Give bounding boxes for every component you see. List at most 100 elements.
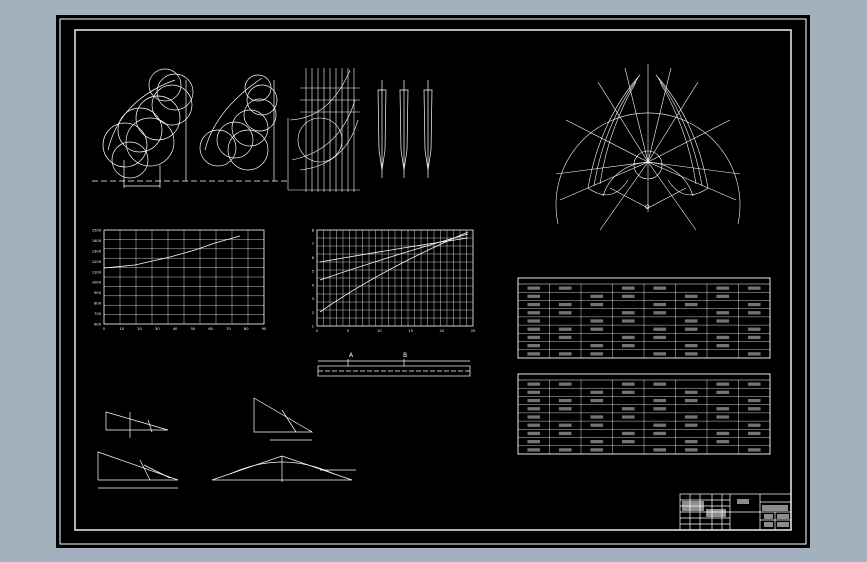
table-cell-mark [527,382,541,386]
table-cell-mark [747,335,761,340]
y-tick-label: 5 [312,270,314,274]
table-cell-mark [590,294,604,298]
drawing-background [56,15,810,548]
table-cell-mark [558,352,572,356]
table-cell-mark [684,294,698,298]
table-cell-mark [653,431,667,436]
table-cell-mark [684,423,698,427]
table-cell-mark [590,302,604,307]
data-table-top [517,277,771,359]
table-cell-mark [684,390,698,394]
table-cell-mark [621,311,635,315]
table-cell-mark [621,319,635,323]
x-tick-label: 50 [191,327,196,331]
table-cell-mark [621,335,635,340]
table-cell-mark [653,327,667,331]
graph-curve [319,233,469,281]
spiral-construction-mid [199,74,278,181]
table-cell-mark [558,448,572,452]
view-label-b: B [403,352,407,359]
table-cell-mark [527,390,541,394]
y-tick-label: 2 [312,311,314,315]
y-tick-label: 8 [312,229,315,233]
table-cell-mark [747,398,761,403]
table-cell-mark [527,319,541,323]
table-cell-mark [527,286,541,290]
table-cell-mark [590,448,604,452]
table-cell-mark [716,319,730,323]
table-cell-mark [747,327,761,331]
table-cell-mark [590,327,604,331]
table-cell-mark [747,431,761,436]
x-tick-label: 30 [155,327,160,331]
outer-frame [59,18,807,545]
table-cell-mark [747,423,761,427]
table-cell-mark [684,415,698,419]
table-cell-mark [527,415,541,419]
y-tick-label: 6 [312,256,315,260]
y-tick-label: 1300 [92,249,102,253]
y-tick-label: 1100 [92,270,102,274]
table-cell-mark [716,407,730,411]
x-tick-label: 0 [103,327,106,331]
table-cell-mark [590,423,604,427]
y-tick-label: 1500 [92,229,102,233]
graph-curve [103,235,241,269]
x-tick-label: 60 [208,327,213,331]
table-cell-mark [747,448,761,452]
table-cell-mark [590,440,604,444]
table-cell-mark [621,415,635,419]
table-cell-mark [716,294,730,298]
polar-fan-diagram [555,64,741,231]
x-tick-label: 5 [347,329,349,333]
table-cell-mark [747,382,761,386]
table-cell-mark [558,311,572,315]
table-cell-mark [684,440,698,444]
table-cell-mark [590,398,604,403]
table-cell-mark [558,423,572,427]
y-tick-label: 1400 [92,239,102,243]
table-cell-mark [527,398,541,403]
table-cell-mark [747,286,761,290]
y-tick-label: 800 [94,302,102,306]
table-cell-mark [716,415,730,419]
y-tick-label: 600 [94,323,102,327]
table-cell-mark [747,407,761,411]
table-cell-mark [716,440,730,444]
spiral-construction-grid [287,68,360,192]
x-tick-label: 40 [173,327,178,331]
table-cell-mark [621,440,635,444]
x-tick-label: 20 [137,327,142,331]
blade-sections [377,80,433,178]
y-tick-label: 900 [94,291,102,295]
table-cell-mark [590,344,604,348]
view-label-o: O [645,204,650,211]
graph-curve [319,237,469,263]
y-tick-label: 1200 [92,260,102,264]
y-tick-label: 1 [312,325,314,329]
table-cell-mark [621,344,635,348]
table-cell-mark [716,390,730,394]
y-tick-label: 1000 [92,281,102,285]
y-tick-label: 4 [312,283,315,287]
blade-rod-drawing [317,359,471,377]
table-cell-mark [590,352,604,356]
x-tick-label: 15 [408,329,413,333]
table-cell-mark [684,448,698,452]
table-cell-mark [716,382,730,386]
table-cell-mark [527,423,541,427]
table-cell-mark [590,415,604,419]
table-cell-mark [653,352,667,356]
table-cell-mark [653,286,667,290]
table-cell-mark [621,382,635,386]
table-cell-mark [527,448,541,452]
table-cell-mark [558,286,572,290]
table-cell-mark [684,344,698,348]
x-tick-label: 80 [244,327,249,331]
table-cell-mark [716,344,730,348]
table-cell-mark [527,352,541,356]
table-cell-mark [653,448,667,452]
x-tick-label: 10 [377,329,382,333]
